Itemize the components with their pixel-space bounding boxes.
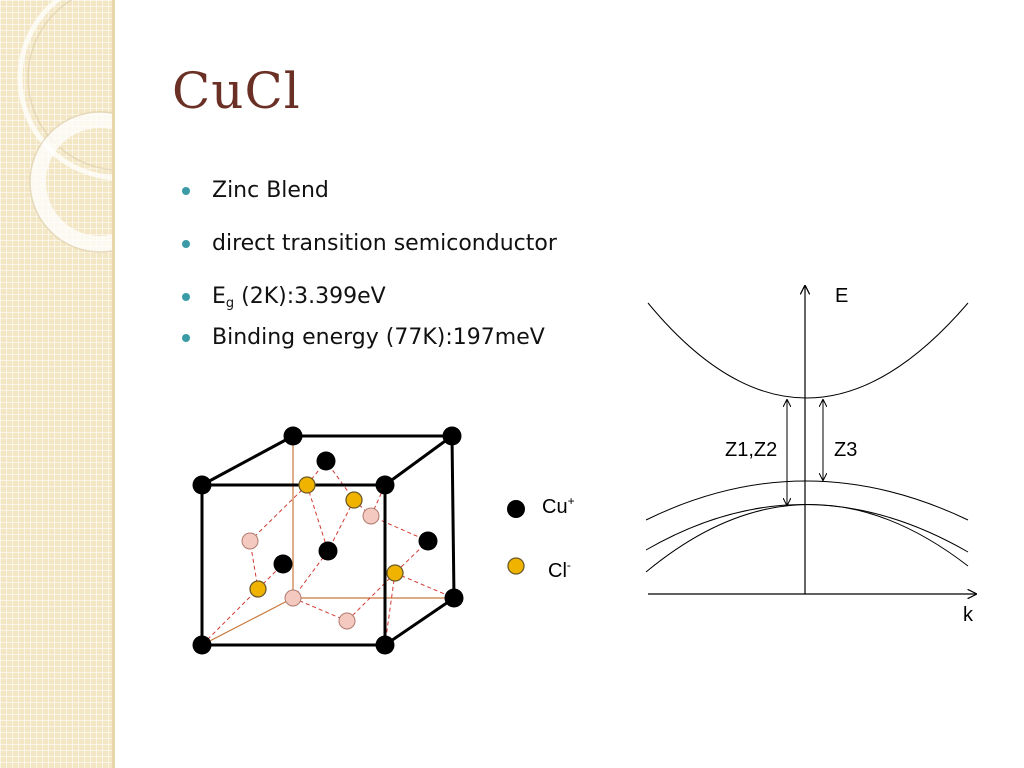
cl-atom (386, 564, 404, 582)
bond-line (292, 484, 329, 599)
cu-atom (192, 635, 212, 655)
bond-line (327, 499, 355, 552)
transition-label-z3: Z3 (834, 439, 857, 461)
cl-legend-label: Cl- (548, 558, 571, 582)
pink-atom (284, 589, 302, 607)
cl-legend-sup: - (567, 558, 571, 572)
pink-atoms (241, 507, 380, 630)
bullet-item: Eg (2K):3.399eV (180, 282, 557, 312)
cl-atom (298, 476, 316, 494)
bond-line (394, 572, 455, 599)
bond-line (384, 572, 396, 646)
cu-atom (318, 541, 338, 561)
valence-band-curve (645, 480, 969, 521)
bullet-text: E (212, 284, 226, 309)
bond-line (201, 484, 308, 646)
cl-legend-base: Cl (548, 560, 567, 582)
bullet-text: Binding energy (77K):197meV (212, 325, 545, 350)
pink-atom (338, 612, 356, 630)
cube-edge (384, 434, 453, 487)
cu-atom (192, 475, 212, 495)
cube-edge (384, 596, 455, 647)
bullet-item: Zinc Blend (180, 176, 557, 206)
bond-line (353, 499, 429, 574)
bullet-text: (2K):3.399eV (234, 284, 386, 309)
cu-legend-label: Cu+ (542, 494, 575, 518)
bond-line (292, 597, 348, 622)
cu-atom (375, 635, 395, 655)
cu-atom (375, 475, 395, 495)
energy-axis-label: E (835, 285, 848, 307)
transition-label-z1z2: Z1,Z2 (725, 439, 777, 461)
cu-atoms (192, 426, 464, 655)
ring-decoration (17, 0, 114, 253)
hidden-edge (201, 597, 294, 646)
cube-edge (450, 435, 456, 599)
bullet-item: direct transition semiconductor (180, 229, 557, 259)
cu-atom (273, 554, 293, 574)
cu-atom (418, 531, 438, 551)
bullet-list: Zinc Blend direct transition semiconduct… (180, 176, 557, 353)
bullet-text: Zinc Blend (212, 178, 329, 203)
band-diagram: E k Z1,Z2 Z3 (645, 285, 990, 626)
decorative-sidebar (0, 0, 114, 768)
pink-atom (241, 532, 259, 550)
crystal-structure-diagram (192, 426, 464, 655)
slide-title: CuCl (172, 62, 301, 120)
bullet-subscript: g (225, 296, 235, 311)
sidebar-divider (112, 0, 115, 768)
pink-atom (362, 507, 380, 525)
cu-atom (316, 451, 336, 471)
cu-legend-base: Cu (542, 496, 568, 518)
cube-edge (201, 434, 294, 487)
cl-atom (345, 491, 363, 509)
k-axis-label: k (963, 604, 974, 626)
cu-atom (442, 426, 462, 446)
cl-legend-marker (507, 557, 525, 575)
cube-edges (200, 434, 456, 647)
bond-line (346, 572, 396, 622)
cube-front-face (200, 483, 387, 647)
atom-legend: Cu+ Cl- (507, 494, 575, 582)
conduction-band-curve (647, 302, 969, 399)
cu-legend-marker (507, 500, 525, 518)
cu-legend-sup: + (568, 494, 575, 508)
bullet-text: direct transition semiconductor (212, 231, 557, 256)
bullet-item: Binding energy (77K):197meV (180, 323, 557, 353)
valence-band-curve (645, 504, 969, 553)
cl-atoms (249, 476, 404, 598)
cu-atom (444, 588, 464, 608)
valence-band-curve (645, 504, 969, 573)
cl-atom (249, 580, 267, 598)
cu-atom (283, 426, 303, 446)
